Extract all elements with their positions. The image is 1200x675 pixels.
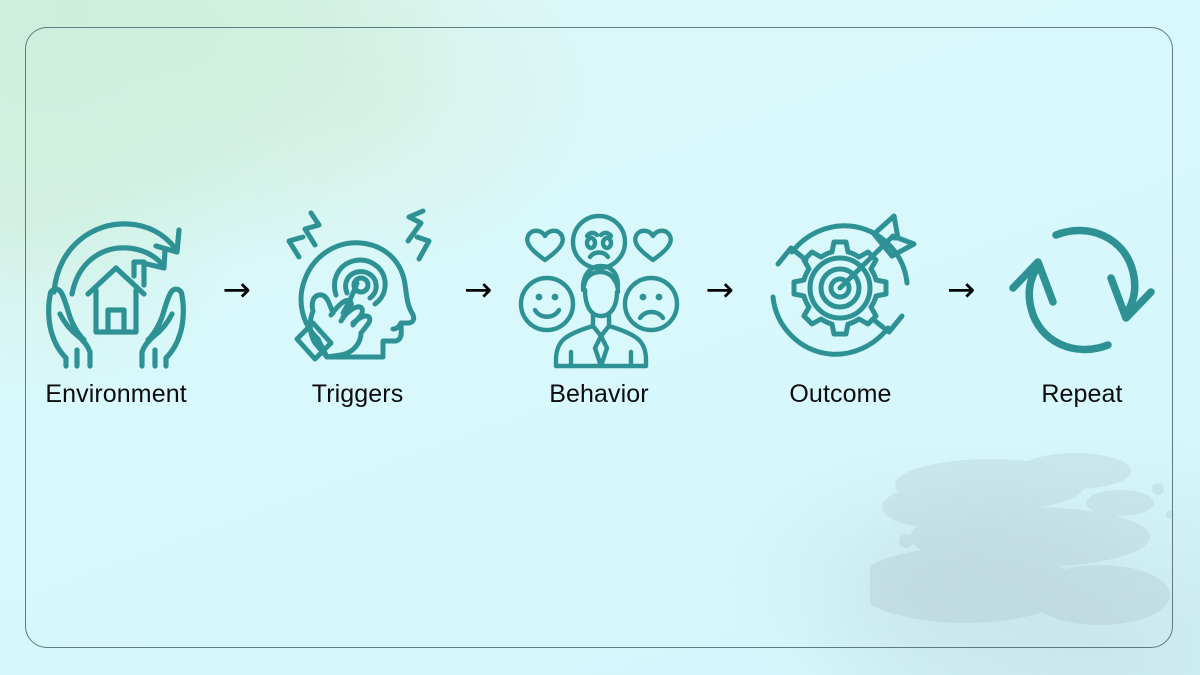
hands-holding-house-cycle-icon [36,210,196,370]
step-repeat[interactable]: Repeat [991,210,1173,407]
person-emotions-hearts-icon [517,210,681,370]
head-hand-tap-lightning-icon [283,208,433,370]
flow-arrow-icon-2: → [464,270,493,310]
gear-target-arrow-icon [762,210,918,370]
flow-arrow-icon-1: → [222,270,252,310]
step-behavior[interactable]: Behavior [508,210,690,407]
flow-arrow-icon-4: → [946,270,976,310]
step-label: Outcome [789,380,892,408]
flow-arrow-icon-3: → [705,270,734,310]
step-label: Triggers [311,380,404,408]
step-label: Environment [45,380,187,408]
behavior-cycle-flow: Environment → [25,208,1173,440]
circular-arrows-repeat-icon [1007,210,1157,370]
step-environment[interactable]: Environment [25,210,207,407]
step-label: Repeat [1041,380,1123,408]
step-outcome[interactable]: Outcome [749,210,931,407]
step-triggers[interactable]: Triggers [267,208,449,408]
step-label: Behavior [549,380,649,408]
content-frame-border [25,27,1173,648]
